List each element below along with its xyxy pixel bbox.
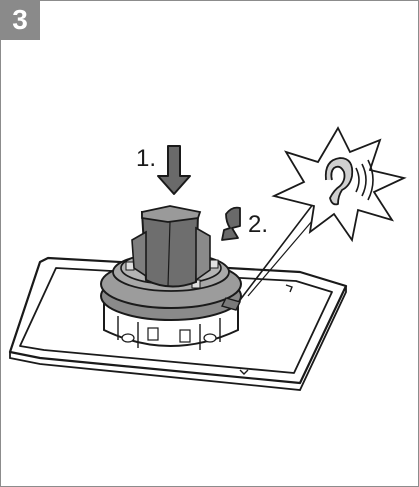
step-number-badge: 3 bbox=[0, 0, 40, 40]
turn-arrow-icon bbox=[221, 206, 241, 241]
turn-step-label: 2. bbox=[248, 211, 268, 238]
push-down-arrow-icon bbox=[157, 145, 191, 195]
ear-click-starburst-icon bbox=[271, 126, 407, 243]
push-step-label: 1. bbox=[136, 145, 156, 172]
rotary-knob bbox=[131, 205, 211, 288]
